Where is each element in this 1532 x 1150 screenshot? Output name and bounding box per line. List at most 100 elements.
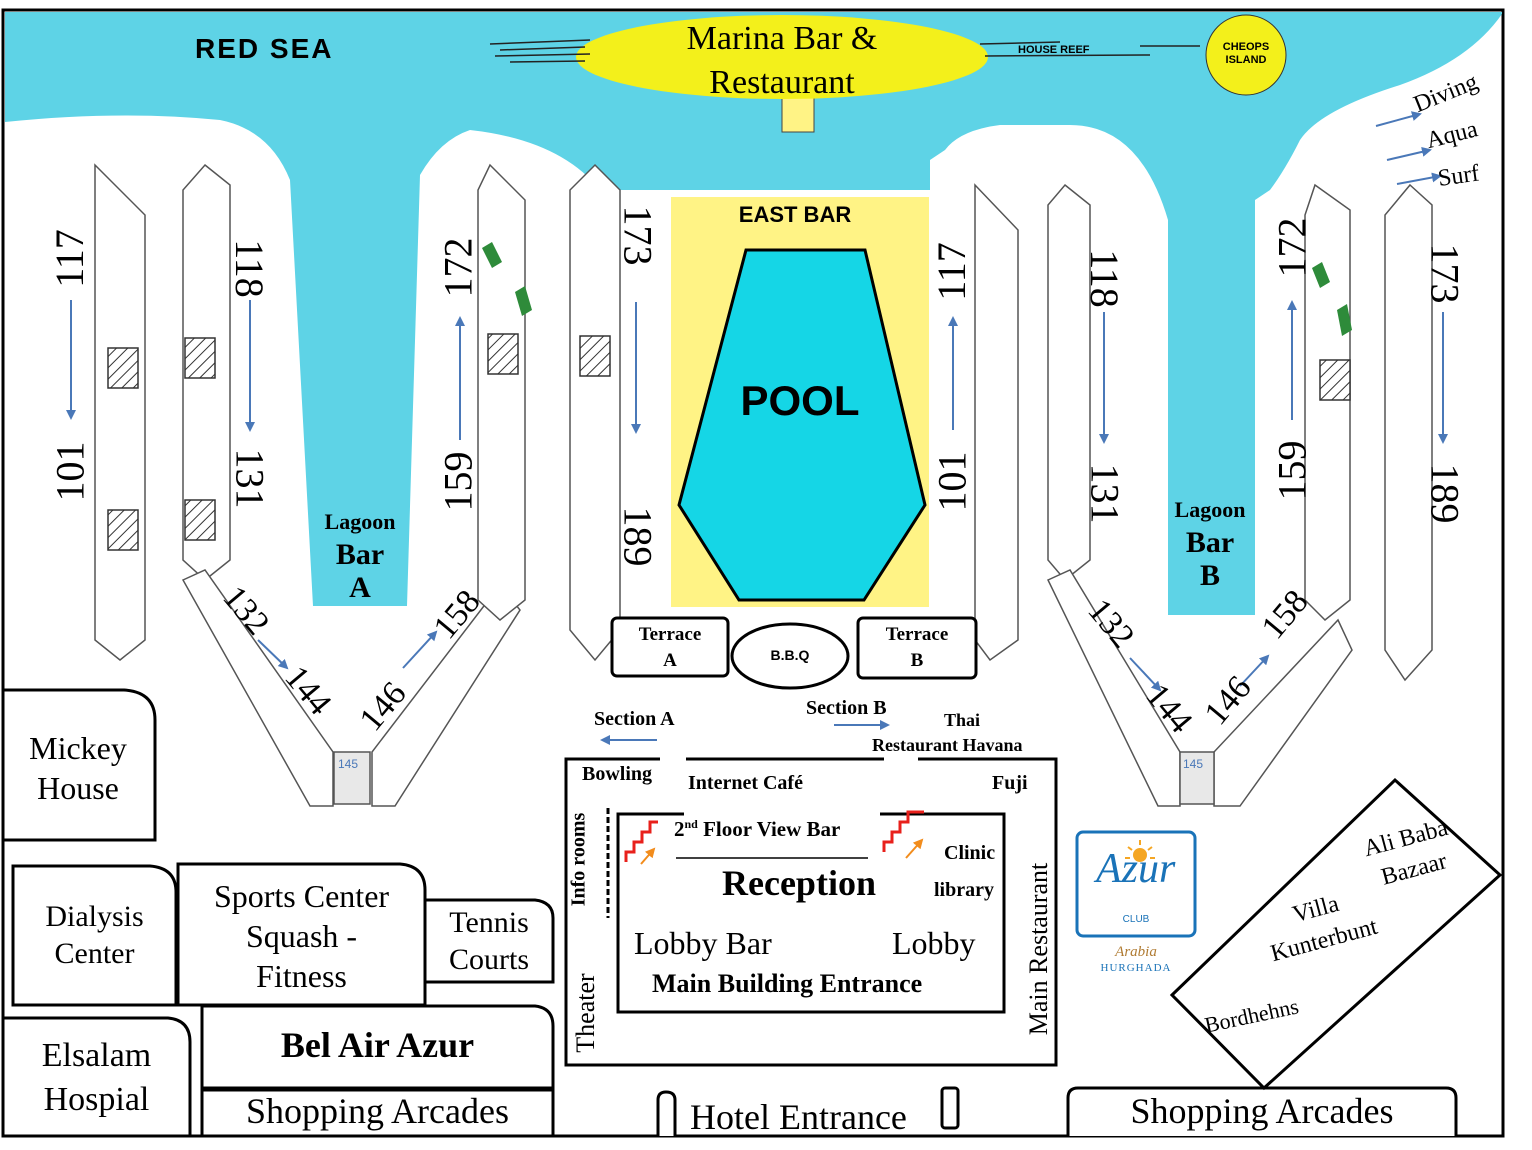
elsalam-line-2: Hospial bbox=[43, 1081, 150, 1118]
room-range-label: 172 bbox=[435, 237, 481, 298]
room-range-label: 159 bbox=[435, 451, 481, 512]
shopping-left-box bbox=[200, 1088, 555, 1138]
cheops-island-circle bbox=[1205, 14, 1287, 96]
elsalam-hospital[interactable]: Elsalam Hospial bbox=[3, 1034, 190, 1122]
room-wing bbox=[371, 583, 521, 807]
bbq-label[interactable]: B.B.Q bbox=[770, 647, 810, 663]
room-wing bbox=[974, 183, 1019, 662]
pool-label[interactable]: POOL bbox=[740, 377, 860, 424]
stair-core bbox=[184, 337, 216, 379]
tennis-courts[interactable]: Tennis Courts bbox=[425, 904, 553, 978]
hotel-gate-right bbox=[940, 1086, 960, 1130]
bowling-label[interactable]: Bowling bbox=[582, 763, 653, 785]
room-range-label: 117 bbox=[928, 242, 974, 301]
reception-label[interactable]: Reception bbox=[722, 863, 876, 903]
lagoon-b-line-2: Bar bbox=[1185, 526, 1235, 559]
tennis-line-2: Courts bbox=[448, 943, 529, 976]
view-bar-sup: nd bbox=[684, 817, 698, 831]
terrace-b-line-2: B bbox=[910, 650, 924, 671]
room-range-label: 173 bbox=[615, 205, 661, 266]
library-label[interactable]: library bbox=[934, 879, 994, 901]
azur-logo-box bbox=[1075, 830, 1197, 938]
wall-gap-1 bbox=[660, 754, 686, 764]
clinic-label[interactable]: Clinic bbox=[944, 842, 996, 864]
terrace-a[interactable]: Terrace A bbox=[612, 622, 728, 674]
east-bar-label[interactable]: EAST BAR bbox=[738, 202, 852, 227]
room-range-label: 117 bbox=[46, 229, 92, 288]
shopping-arcades-right[interactable]: Shopping Arcades bbox=[1130, 1091, 1394, 1131]
sports-line-2: Squash - bbox=[245, 918, 358, 954]
main-restaurant-label[interactable]: Main Restaurant bbox=[1024, 862, 1053, 1036]
room-wing bbox=[477, 163, 526, 621]
view-bar-prefix: 2 bbox=[674, 817, 685, 841]
room-145-block bbox=[333, 751, 371, 805]
terrace-a-line-2: A bbox=[663, 650, 677, 671]
section-b-label[interactable]: Section B bbox=[806, 697, 887, 719]
elsalam-line-1: Elsalam bbox=[41, 1037, 152, 1074]
room-range-label: 131 bbox=[1082, 463, 1128, 524]
view-bar-label[interactable]: 2nd Floor View Bar bbox=[674, 817, 841, 841]
havana-restaurant-label[interactable]: Restaurant Havana bbox=[872, 735, 1023, 755]
room-range-label: 118 bbox=[226, 239, 272, 298]
lobby-bar-label[interactable]: Lobby Bar bbox=[634, 925, 772, 961]
stair-core bbox=[579, 335, 611, 377]
room-wing bbox=[569, 163, 621, 662]
stair-core bbox=[107, 347, 139, 389]
lagoon-a-line-3: A bbox=[349, 571, 371, 604]
azur-brand: Azur bbox=[1096, 846, 1176, 892]
wall-gap-2 bbox=[884, 754, 918, 764]
room-wing bbox=[1384, 183, 1433, 682]
lagoon-bar-a[interactable]: Lagoon Bar A bbox=[310, 505, 410, 604]
section-a-label[interactable]: Section A bbox=[594, 708, 675, 730]
thai-restaurant-label[interactable]: Thai bbox=[944, 710, 981, 730]
dialysis-line-1: Dialysis bbox=[45, 900, 144, 933]
theater-label[interactable]: Theater bbox=[571, 973, 600, 1053]
main-building-inner bbox=[616, 812, 1006, 1014]
room-wing bbox=[1304, 183, 1351, 622]
marina-line-2: Restaurant bbox=[709, 64, 855, 101]
stair-core bbox=[487, 333, 519, 375]
mickey-house-box bbox=[1, 688, 157, 842]
shopping-arcades-left[interactable]: Shopping Arcades bbox=[246, 1091, 509, 1131]
cheops-line-1: CHEOPS bbox=[1222, 41, 1270, 53]
cheops-island-label: CHEOPS ISLAND bbox=[1208, 41, 1284, 67]
tennis-line-1: Tennis bbox=[449, 906, 529, 939]
room-145-label-b: 145 bbox=[1183, 757, 1204, 771]
sports-line-1: Sports Center bbox=[213, 878, 390, 914]
room-range-label: 159 bbox=[1269, 440, 1315, 501]
lagoon-b-line-3: B bbox=[1199, 559, 1220, 592]
room-range-label: 189 bbox=[615, 506, 661, 567]
room-range-label: 101 bbox=[929, 451, 975, 512]
internet-cafe-label[interactable]: Internet Café bbox=[688, 772, 803, 794]
hotel-entrance[interactable]: Hotel Entrance bbox=[690, 1097, 907, 1137]
bel-air-azur[interactable]: Bel Air Azur bbox=[280, 1025, 475, 1065]
main-building-entrance-label[interactable]: Main Building Entrance bbox=[652, 969, 923, 998]
house-reef-label: HOUSE REEF bbox=[1018, 44, 1090, 56]
info-rooms-label[interactable]: Info rooms bbox=[567, 812, 590, 907]
hotel-gate-left bbox=[656, 1090, 677, 1136]
lobby-label[interactable]: Lobby bbox=[892, 925, 976, 961]
mickey-house[interactable]: Mickey House bbox=[3, 728, 153, 808]
lagoon-a-line-2: Bar bbox=[335, 538, 385, 571]
wall-gap-3 bbox=[684, 807, 880, 817]
room-range-label: 118 bbox=[1081, 249, 1127, 308]
reef-lines bbox=[489, 39, 1200, 63]
marina-bar-restaurant[interactable]: Marina Bar & Restaurant bbox=[600, 17, 964, 105]
bbq-ellipse bbox=[730, 622, 850, 690]
lagoon-bar-b[interactable]: Lagoon Bar B bbox=[1160, 493, 1260, 592]
dialysis-center[interactable]: Dialysis Center bbox=[13, 898, 176, 972]
mickey-line-1: Mickey bbox=[29, 730, 127, 766]
stair-core bbox=[107, 509, 139, 551]
marina-ellipse bbox=[576, 15, 988, 99]
sports-center[interactable]: Sports Center Squash - Fitness bbox=[178, 876, 425, 996]
mickey-line-2: House bbox=[37, 770, 119, 806]
room-wing bbox=[181, 569, 334, 807]
azur-hurghada: HURGHADA bbox=[1100, 962, 1172, 974]
view-bar-rest: Floor View Bar bbox=[697, 817, 841, 841]
elsalam-box bbox=[1, 1016, 192, 1138]
fuji-label[interactable]: Fuji bbox=[992, 772, 1028, 794]
room-wing bbox=[94, 163, 146, 661]
azur-club: CLUB bbox=[1122, 914, 1150, 925]
terrace-b[interactable]: Terrace B bbox=[858, 622, 976, 674]
